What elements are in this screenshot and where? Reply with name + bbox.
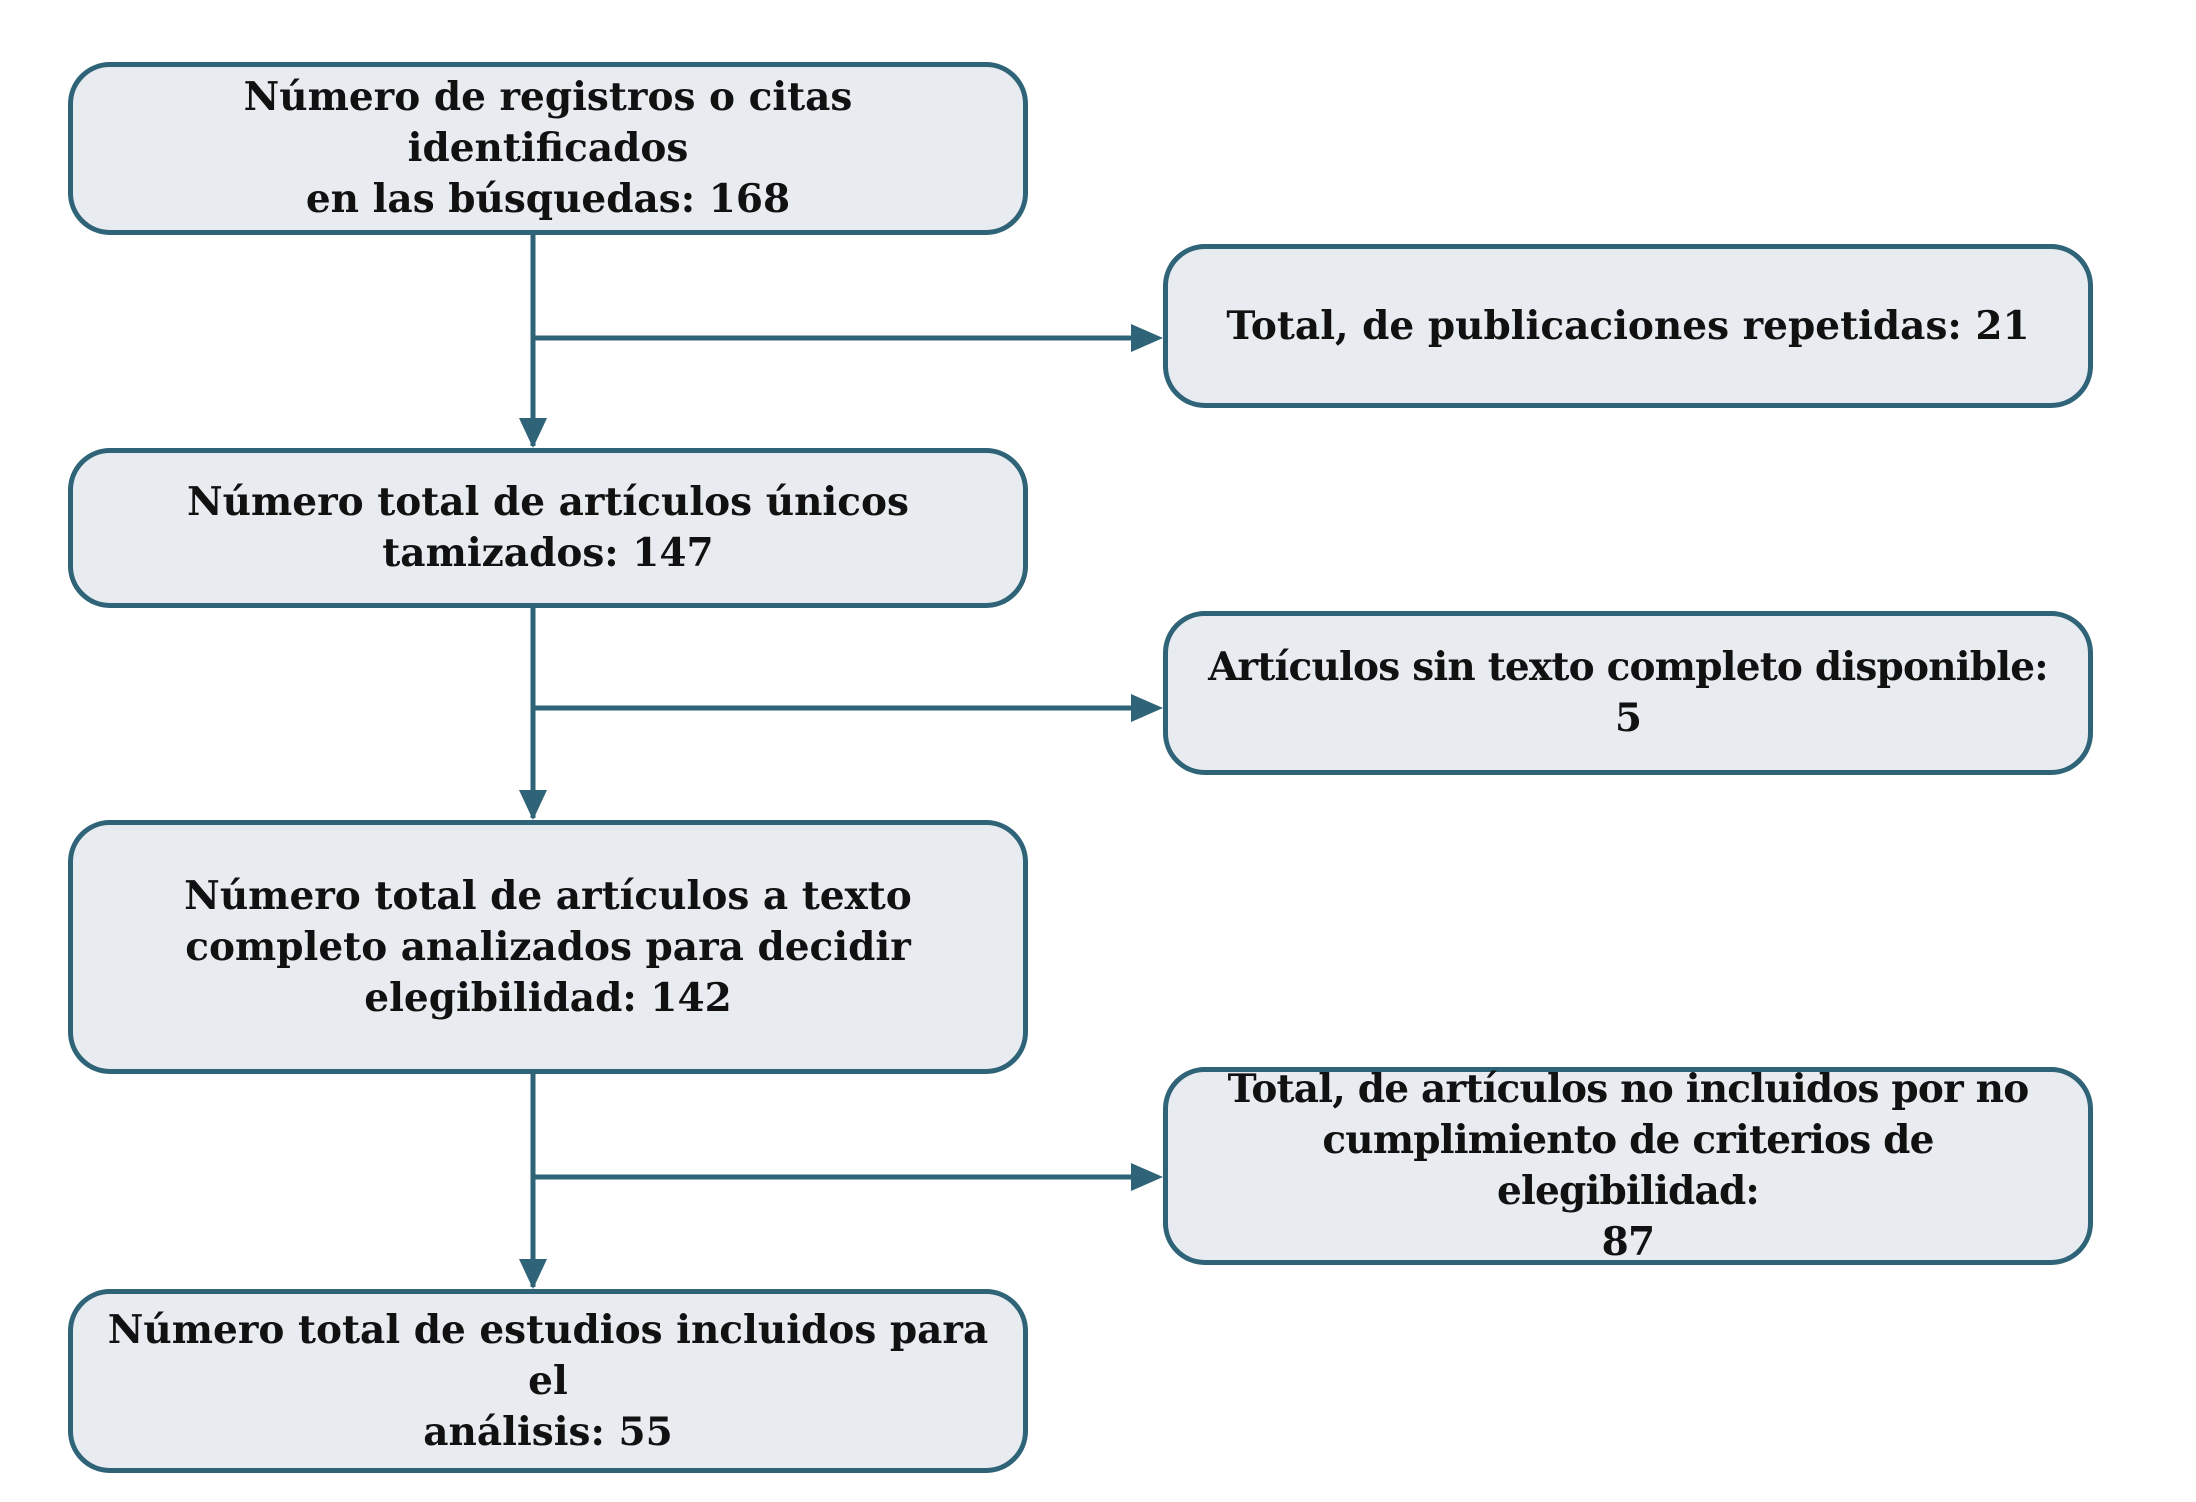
unique-articles-box: Número total de artículos únicos tamizad…: [68, 448, 1028, 608]
unique-articles-text: Número total de artículos únicos tamizad…: [187, 479, 909, 576]
no-fulltext-text: Artículos sin texto completo disponible:…: [1208, 644, 2049, 741]
arrowhead-down: [519, 1259, 547, 1289]
duplicates-box: Total, de publicaciones repetidas: 21: [1163, 244, 2093, 408]
excluded-articles-text: Total, de artículos no incluidos por no …: [1227, 1066, 2030, 1265]
fulltext-assessed-box: Número total de artículos a texto comple…: [68, 820, 1028, 1074]
studies-included-text: Número total de estudios incluidos para …: [107, 1306, 989, 1455]
arrowhead-right: [1131, 324, 1163, 352]
duplicates-text: Total, de publicaciones repetidas: 21: [1226, 302, 2030, 349]
studies-included-box: Número total de estudios incluidos para …: [68, 1289, 1028, 1473]
excluded-articles-box: Total, de artículos no incluidos por no …: [1163, 1066, 2093, 1265]
arrowhead-right: [1131, 1163, 1163, 1191]
records-identified-text: Número de registros o citas identificado…: [243, 74, 853, 222]
arrowhead-right: [1131, 694, 1163, 722]
arrowhead-down: [519, 418, 547, 448]
no-fulltext-box: Artículos sin texto completo disponible:…: [1163, 611, 2093, 775]
records-identified-box: Número de registros o citas identificado…: [68, 62, 1028, 235]
arrowhead-down: [519, 790, 547, 820]
fulltext-assessed-text: Número total de artículos a texto comple…: [184, 872, 912, 1021]
